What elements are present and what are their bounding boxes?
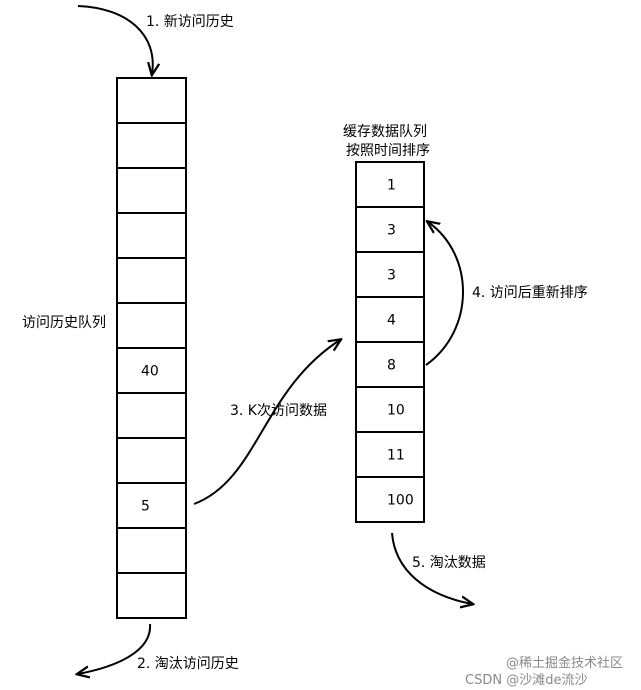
cache-queue-cell-value: 4 [387, 313, 396, 329]
evict-data-arrow [391, 532, 472, 604]
evict-history-label: 2. 淘汰访问历史 [137, 656, 239, 672]
cache-queue-cell-value: 8 [387, 358, 396, 374]
reorder-label: 4. 访问后重新排序 [472, 285, 588, 301]
cache-queue-cell [355, 251, 425, 298]
history-queue-cell-value: 40 [141, 364, 159, 380]
history-queue-cell [116, 572, 187, 619]
history-queue-cell-value: 5 [141, 499, 150, 515]
history-queue-cell [116, 482, 187, 529]
k-access-label: 3. K次访问数据 [230, 403, 327, 419]
cache-queue-label-line1: 缓存数据队列 [343, 124, 427, 140]
cache-queue: 1 3 3 4 8 10 11 100 [355, 161, 425, 523]
evict-data-label: 5. 淘汰数据 [412, 555, 486, 571]
history-queue: 40 5 [116, 77, 187, 619]
k-access-arrow [193, 340, 340, 505]
cache-queue-cell-value: 3 [387, 268, 396, 284]
cache-queue-cell-value: 11 [387, 448, 405, 464]
history-queue-cell [116, 77, 187, 124]
watermark-community: @稀土掘金技术社区 [506, 655, 623, 671]
cache-queue-cell-value: 10 [387, 403, 405, 419]
cache-queue-cell [355, 476, 425, 523]
evict-history-arrow [78, 623, 152, 674]
reorder-arrow [426, 222, 464, 366]
history-queue-cell [116, 302, 187, 349]
cache-queue-label-line2: 按照时间排序 [346, 143, 430, 159]
history-queue-cell [116, 392, 187, 439]
cache-queue-cell-value: 3 [387, 223, 396, 239]
new-history-label: 1. 新访问历史 [146, 14, 234, 30]
history-queue-cell [116, 527, 187, 574]
history-queue-label: 访问历史队列 [22, 315, 106, 331]
cache-queue-cell-value: 1 [387, 178, 396, 194]
cache-queue-cell [355, 431, 425, 478]
history-queue-cell [116, 122, 187, 169]
history-queue-cell [116, 257, 187, 304]
history-queue-cell [116, 167, 187, 214]
new-history-arrow [77, 5, 153, 74]
history-queue-cell [116, 212, 187, 259]
watermark-csdn: CSDN @沙滩de流沙 [465, 673, 587, 688]
cache-queue-cell [355, 341, 425, 388]
history-queue-cell [116, 437, 187, 484]
cache-queue-cell-value: 100 [387, 493, 414, 509]
history-queue-cell [116, 347, 187, 394]
